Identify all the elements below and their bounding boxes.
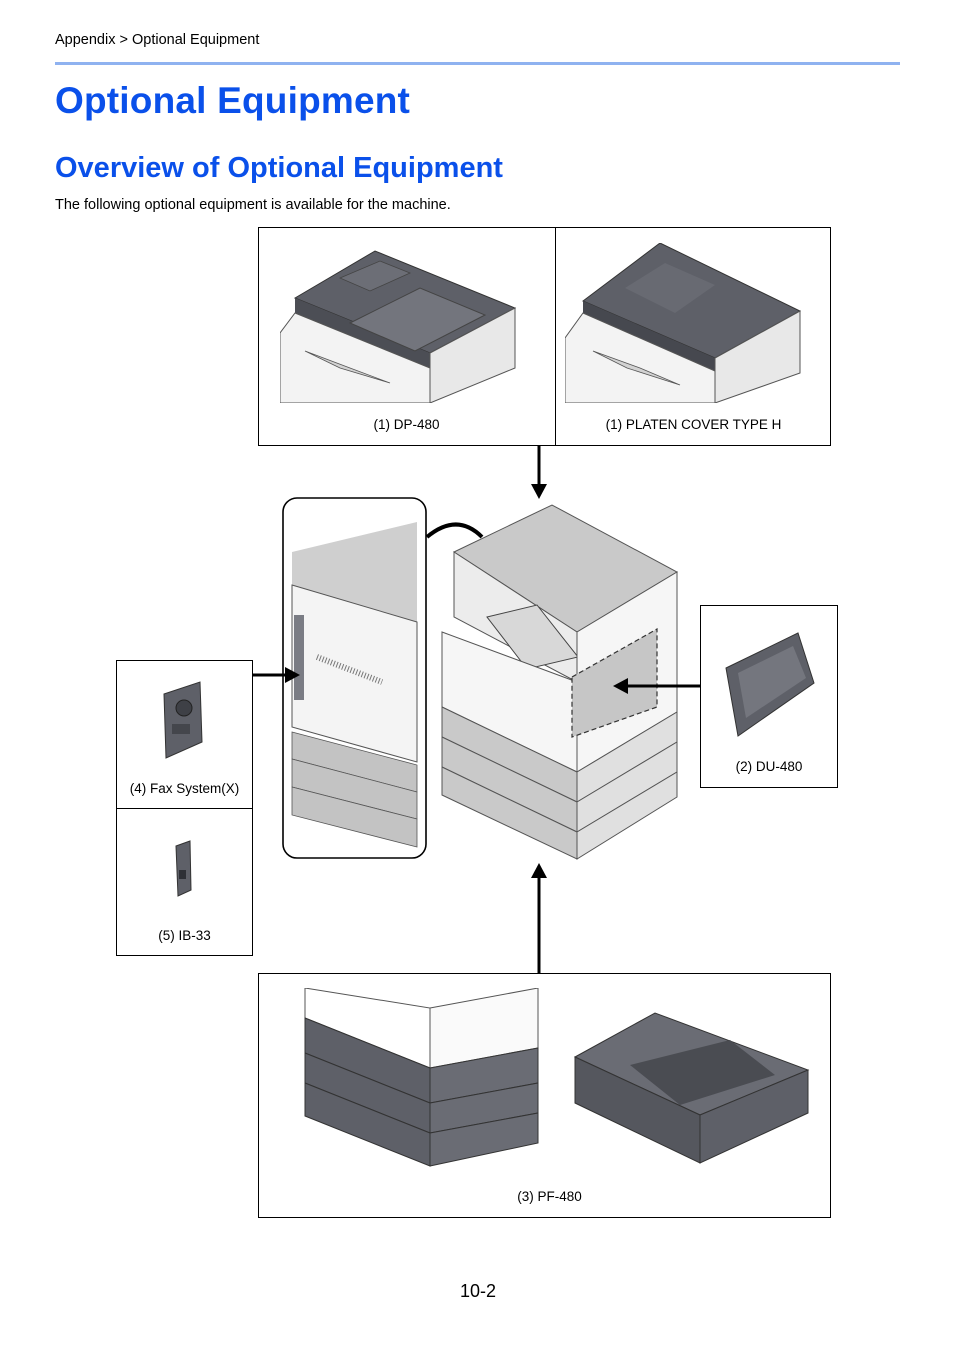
page-number: 10-2 [460,1281,497,1301]
du480-illustration [718,628,818,738]
arrow-down [528,446,550,500]
main-machine-illustration [282,497,682,862]
fax-board-illustration [158,680,208,760]
arrow-up [528,862,550,974]
platen-cover-caption: (1) PLATEN COVER TYPE H [605,417,782,432]
intro-text: The following optional equipment is avai… [55,197,451,213]
header-rule [55,62,900,65]
pf480-unit-illustration [570,995,810,1167]
fax-system-caption: (4) Fax System(X) [129,781,240,796]
du480-caption: (2) DU-480 [735,759,803,774]
ib33-illustration [170,840,196,900]
arrow-right [253,664,301,686]
pf480-caption: (3) PF-480 [517,1189,582,1204]
dp480-caption: (1) DP-480 [373,417,440,432]
arrow-left [612,675,700,697]
ib33-caption: (5) IB-33 [158,928,211,943]
top-box-divider [555,227,556,446]
section-title: Overview of Optional Equipment [55,152,503,184]
platen-cover-illustration [565,243,805,403]
dp480-illustration [280,243,520,403]
page-title: Optional Equipment [55,80,411,121]
pf480-stack-illustration [300,988,540,1168]
breadcrumb[interactable]: Appendix > Optional Equipment [55,32,260,48]
